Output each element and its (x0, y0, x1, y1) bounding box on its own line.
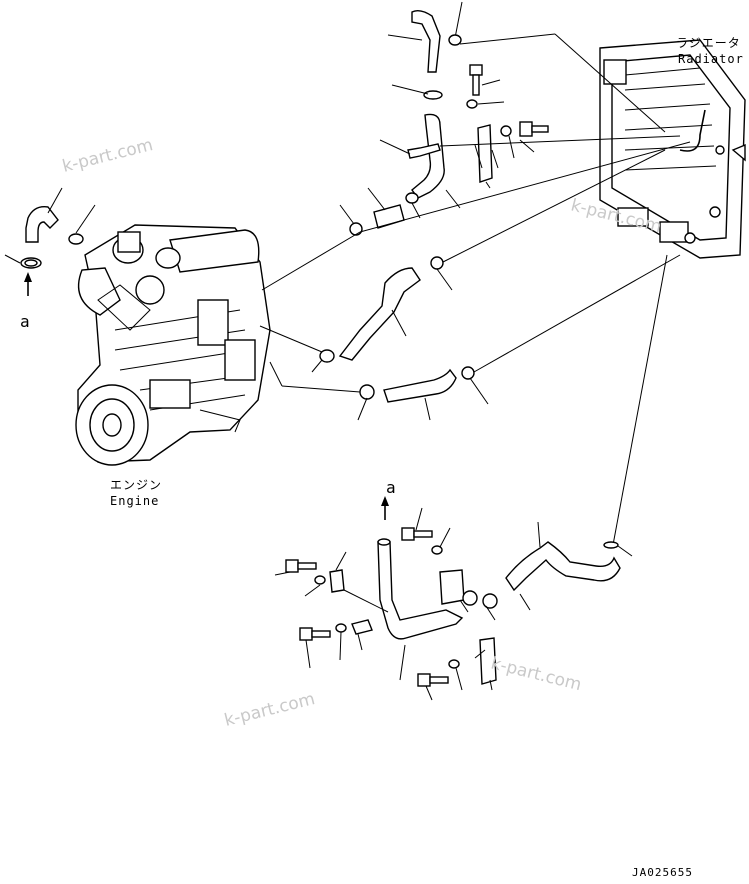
engine-label-jp: エンジン (110, 478, 163, 492)
radiator-label-jp: ラジエータ (676, 36, 741, 50)
engine (75, 224, 271, 466)
engine-label-en: Engine (110, 494, 160, 508)
hose-elbow-a-top (4, 187, 96, 296)
radiator (599, 39, 746, 259)
lower-assembly (274, 496, 633, 701)
watermark: k-part.com (60, 135, 155, 177)
watermark: k-part.com (222, 689, 317, 731)
upper-hoses (261, 1, 691, 291)
lower-hoses (259, 149, 681, 546)
view-a-marker-top: a (20, 312, 31, 331)
drawing-number: JA025655 (632, 866, 693, 879)
watermark: k-part.com (489, 653, 584, 695)
radiator-label-en: Radiator (678, 52, 744, 66)
view-a-marker-bottom: a (386, 478, 397, 497)
